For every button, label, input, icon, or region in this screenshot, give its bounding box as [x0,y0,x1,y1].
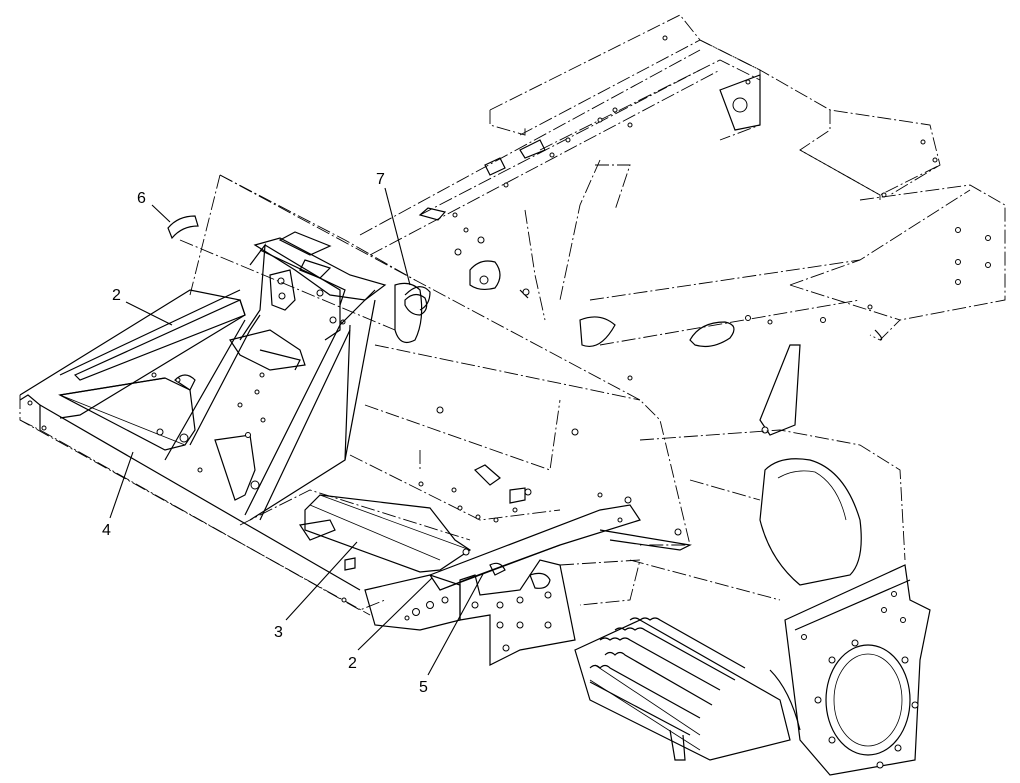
callout-labels: 6 7 2 4 3 2 5 [102,171,428,696]
callout-7: 7 [376,171,385,188]
center-panel [219,174,691,546]
leader-2-lower [357,577,433,651]
main-frame-tube [19,289,386,616]
floor-plate [304,494,472,573]
callout-5: 5 [419,679,428,696]
callout-2-lower: 2 [348,655,357,672]
leader-4 [109,451,134,519]
callout-3: 3 [274,624,283,641]
control-tower [164,174,416,521]
part-6-clip [167,215,199,240]
callout-4: 4 [102,522,111,539]
gusset-plate-upper [58,299,246,451]
leader-3 [285,541,358,621]
leader-7 [384,187,411,286]
lower-bracket [364,559,641,666]
rear-axle-housing [629,429,931,776]
part-7-grommet [404,293,428,316]
callout-6: 6 [137,190,146,207]
callout-2-upper: 2 [112,287,121,304]
leader-lines [109,187,484,676]
part-6-axis-line [179,239,396,331]
step-plate [574,617,791,761]
rear-frame-assembly [359,14,1006,436]
leader-5 [427,573,484,676]
leader-2-upper [125,301,173,326]
leader-6 [151,204,171,223]
